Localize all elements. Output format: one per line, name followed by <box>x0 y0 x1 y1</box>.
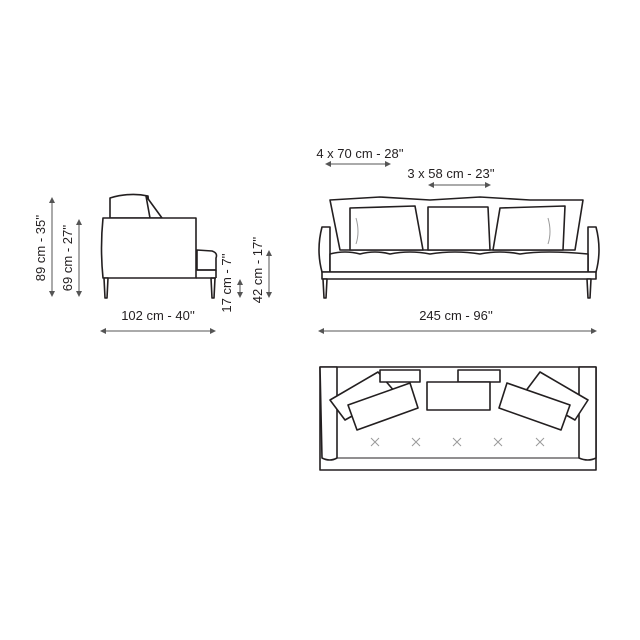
front-left-leg <box>322 278 328 299</box>
seat-cushions-label: 3 x 58 cm - 23'' <box>407 166 494 181</box>
top-left-arm <box>319 366 338 461</box>
front-pillow-left <box>349 205 424 251</box>
front-left-arm <box>318 226 331 273</box>
front-right-arm <box>587 226 600 273</box>
front-right-leg <box>586 278 592 299</box>
front-pillow-right <box>492 205 566 251</box>
tufting-marks <box>370 437 545 447</box>
front-pillow-middle <box>427 206 491 251</box>
top-pillow-left <box>347 382 419 431</box>
pillow-creases <box>355 217 551 245</box>
leg-height-label: 17 cm - 7'' <box>219 253 234 312</box>
front-base <box>321 271 597 280</box>
top-pillow-middle <box>426 381 491 411</box>
width-label: 245 cm - 96'' <box>419 308 493 323</box>
side-seat <box>196 249 218 271</box>
depth-label: 102 cm - 40'' <box>121 308 195 323</box>
side-back-cushion <box>109 193 151 219</box>
top-right-arm <box>578 366 597 461</box>
arm-height-label: 69 cm - 27'' <box>60 225 75 291</box>
front-seat <box>329 251 589 273</box>
side-front-leg <box>103 277 109 299</box>
top-pillow-right <box>498 382 571 431</box>
top-view <box>319 366 597 471</box>
front-view: 4 x 70 cm - 28'' 3 x 58 cm - 23'' 245 cm… <box>316 146 600 334</box>
side-body <box>100 217 197 279</box>
total-height-label: 89 cm - 35'' <box>33 215 48 281</box>
seat-height-label: 42 cm - 17'' <box>250 237 265 303</box>
top-back-cushion-4 <box>524 371 589 421</box>
top-back-cushion-3 <box>457 369 501 383</box>
back-cushions-label: 4 x 70 cm - 28'' <box>316 146 403 161</box>
side-back-leg <box>210 277 216 299</box>
side-view: 89 cm - 35'' 69 cm - 27'' 17 cm - 7'' 42… <box>33 193 272 334</box>
top-back-cushion-2 <box>379 369 421 383</box>
